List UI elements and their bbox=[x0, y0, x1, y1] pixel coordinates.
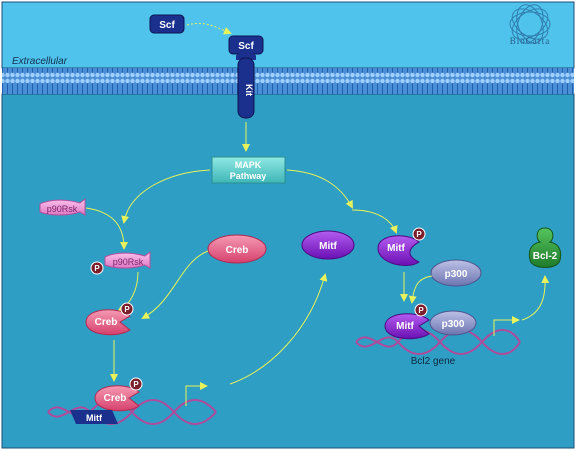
biocarta-logo: BioCarta bbox=[509, 4, 551, 46]
extracellular-label: Extracellular bbox=[12, 56, 68, 67]
mitf-phosphorylated: Mitf bbox=[377, 235, 420, 266]
p300: p300 bbox=[430, 259, 482, 287]
p90rsk-activation-arrow bbox=[85, 207, 128, 250]
extracellular-space bbox=[1, 1, 575, 69]
svg-text:Kit: Kit bbox=[244, 84, 254, 96]
mitf-to-phospho-mitf-arrow bbox=[351, 209, 398, 234]
svg-text:p90Rsk: p90Rsk bbox=[113, 257, 144, 267]
svg-text:Mitf: Mitf bbox=[86, 413, 103, 423]
mitf-expression-arrow bbox=[229, 273, 328, 385]
phospho-badge-mitf-complex: P bbox=[414, 303, 428, 317]
bcl2-gene-label: Bcl2 gene bbox=[411, 356, 456, 367]
svg-text:Creb: Creb bbox=[95, 317, 118, 328]
cell-membrane bbox=[2, 68, 574, 94]
svg-text:P: P bbox=[133, 380, 139, 389]
phospho-badge-creb: P bbox=[120, 302, 134, 316]
svg-text:Scf: Scf bbox=[238, 41, 254, 52]
phospho-badge-creb-dna: P bbox=[129, 377, 143, 391]
dna-helix-bcl2-gene bbox=[355, 329, 521, 355]
mapk-to-p90rsk-arrow bbox=[121, 169, 211, 224]
svg-text:Bcl-2: Bcl-2 bbox=[533, 251, 558, 262]
svg-text:p300: p300 bbox=[442, 319, 465, 330]
mitf-gene-label: Mitf bbox=[70, 410, 118, 424]
p90rsk-phosphorylated: p90Rsk bbox=[104, 250, 151, 269]
creb-on-dna: Creb bbox=[94, 385, 140, 412]
svg-text:Mitf: Mitf bbox=[387, 243, 405, 254]
scf-binding-arrow bbox=[186, 22, 232, 35]
bcl2-protein: Bcl-2 bbox=[528, 227, 562, 268]
svg-text:P: P bbox=[124, 305, 130, 314]
svg-text:MAPK: MAPK bbox=[235, 160, 262, 170]
bcl2-expression-arrow bbox=[521, 275, 550, 321]
kit-receptor: Scf Kit bbox=[228, 35, 264, 119]
phospho-badge-mitf: P bbox=[412, 227, 426, 241]
biocarta-wordmark: BioCarta bbox=[510, 36, 551, 46]
svg-text:Mitf: Mitf bbox=[396, 321, 414, 332]
svg-text:Scf: Scf bbox=[159, 20, 175, 31]
svg-text:Creb: Creb bbox=[226, 245, 249, 256]
creb-to-phospho-creb-arrow bbox=[141, 250, 209, 319]
scf-ligand: Scf bbox=[149, 14, 185, 34]
p90rsk: p90Rsk bbox=[39, 197, 86, 216]
bcl2-transcription-start-arrow bbox=[493, 316, 520, 336]
phospho-badge-p90rsk: P bbox=[90, 261, 104, 275]
creb: Creb bbox=[207, 234, 267, 264]
svg-text:Creb: Creb bbox=[104, 393, 127, 404]
cytoplasm bbox=[1, 93, 575, 449]
svg-text:P: P bbox=[416, 230, 422, 239]
svg-text:p90Rsk: p90Rsk bbox=[47, 204, 78, 214]
mitf: Mitf bbox=[301, 230, 355, 260]
svg-text:p300: p300 bbox=[445, 269, 468, 280]
svg-text:Pathway: Pathway bbox=[230, 171, 267, 181]
svg-text:Mitf: Mitf bbox=[319, 241, 337, 252]
mapk-to-mitf-arrow bbox=[286, 169, 353, 209]
svg-text:P: P bbox=[418, 306, 424, 315]
mitf-p300-complex: Mitf p300 bbox=[384, 310, 477, 340]
p300-to-complex-arrow bbox=[408, 275, 433, 304]
mitf-transcription-start-arrow bbox=[185, 382, 208, 406]
creb-phosphorylated: Creb bbox=[85, 309, 131, 336]
mapk-pathway: MAPK Pathway bbox=[211, 156, 286, 184]
svg-text:P: P bbox=[94, 264, 100, 273]
